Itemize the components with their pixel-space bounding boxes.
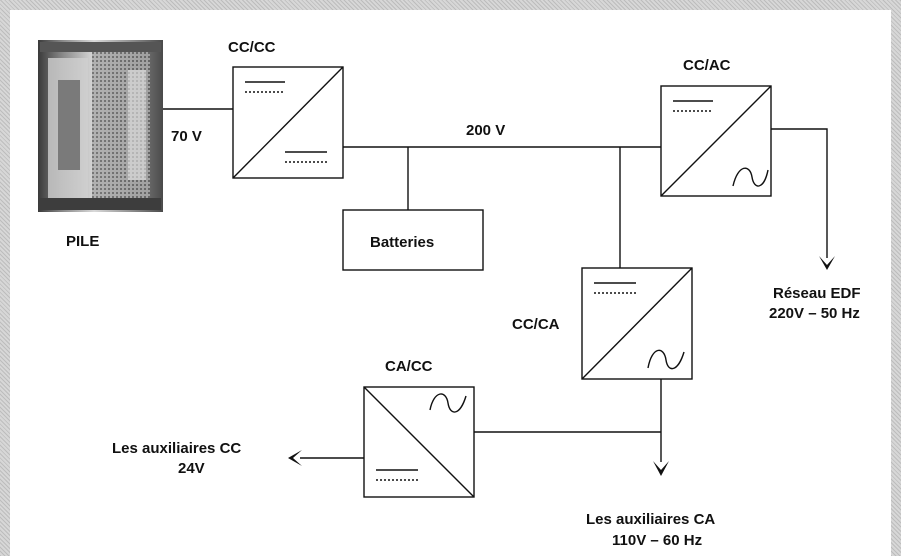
ca-cc-label: CA/CC [385,358,433,375]
converter-cc-ac [661,86,771,196]
converter-cc-cc [233,67,343,178]
batteries-label: Batteries [370,234,434,251]
reseau-label-line2: 220V – 50 Hz [769,305,860,322]
cc-cc-label: CC/CC [228,39,276,56]
reseau-label-line1: Réseau EDF [773,285,861,302]
aux-cc-label-line1: Les auxiliaires CC [112,440,241,457]
pile-label: PILE [66,233,99,250]
voltage-70-label: 70 V [171,128,202,145]
converter-ca-cc [364,387,474,497]
arrow-left-aux-cc-icon [288,450,302,466]
arrow-down-aux-ca-icon [653,461,669,476]
aux-cc-label-line2: 24V [178,460,205,477]
aux-ca-label-line2: 110V – 60 Hz [612,532,702,549]
cc-ac-label: CC/AC [683,57,731,74]
cc-ca-label: CC/CA [512,316,560,333]
converter-cc-ca [582,268,692,379]
aux-ca-label-line1: Les auxiliaires CA [586,511,715,528]
voltage-200-label: 200 V [466,122,505,139]
fuel-cell-photo [38,40,163,212]
arrow-down-reseau-icon [819,256,835,270]
